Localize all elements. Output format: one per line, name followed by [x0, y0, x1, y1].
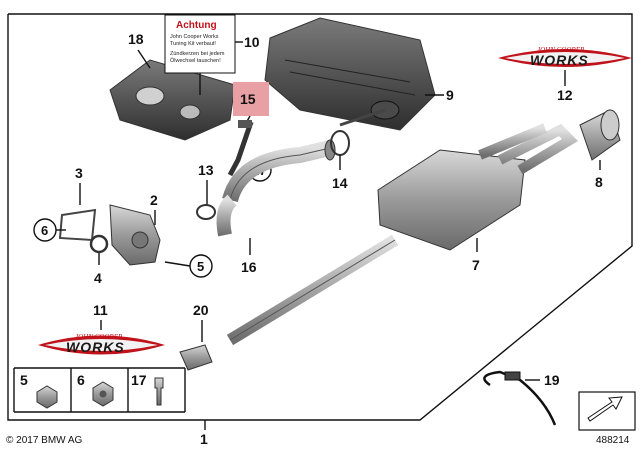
callout-16: 16	[241, 259, 257, 275]
arrow-icon	[587, 396, 623, 422]
part-7-rear-silencer	[226, 123, 579, 346]
part-19-sensor-wire	[483, 370, 557, 426]
callout-8: 8	[595, 174, 603, 190]
logo-11-main: WORKS	[66, 339, 125, 355]
callout-14: 14	[332, 175, 348, 191]
diagram-id: 488214	[596, 435, 630, 446]
callout-9: 9	[446, 87, 454, 103]
callout-11: 11	[93, 302, 108, 318]
part-15-sensor	[227, 120, 254, 177]
logo-12-top: JOHN COOPER	[537, 46, 585, 54]
part-3-gasket	[58, 208, 97, 242]
callout-3: 3	[75, 165, 83, 181]
part-9-silencer-box	[264, 17, 436, 131]
callout-15-highlight	[233, 82, 269, 116]
nut-icon	[36, 385, 58, 409]
part-10-warning-label: Achtung John Cooper Works Tuning Kit ver…	[164, 14, 236, 74]
copyright: © 2017 BMW AG	[6, 435, 83, 446]
legend-label-6: 6	[77, 372, 85, 388]
warning-line-1: John Cooper Works	[170, 34, 219, 40]
part-11-jcw-logo: JOHN COOPER WORKS	[38, 333, 165, 355]
callout-5: 5	[197, 259, 204, 274]
part-4-gasket-ring	[89, 234, 109, 254]
frame-outline	[7, 13, 633, 421]
part-12-jcw-logo: JOHN COOPER WORKS	[498, 46, 632, 68]
part-2-manifold	[109, 204, 161, 266]
part-18-cover-plate	[109, 59, 236, 141]
warning-line-3: Zündkerzen bei jedem	[170, 51, 225, 57]
callout-20: 20	[193, 302, 209, 318]
callout-1: 1	[200, 431, 208, 447]
warning-line-4: Ölwechsel tauschen!	[170, 57, 221, 64]
logo-12-main: WORKS	[530, 52, 589, 68]
callout-6: 6	[41, 223, 48, 238]
callout-19: 19	[544, 372, 560, 388]
callout-10: 10	[244, 34, 260, 50]
part-16-downpipe	[216, 139, 336, 237]
callout-4: 4	[94, 270, 102, 286]
logo-11-top: JOHN COOPER	[75, 333, 123, 341]
orientation-arrow-box	[578, 391, 636, 431]
callout-15: 15	[240, 91, 256, 107]
warning-line-2: Tuning Kit verbaut!	[170, 41, 216, 47]
legend-label-5: 5	[20, 372, 28, 388]
callout-12: 12	[557, 87, 573, 103]
warning-title: Achtung	[176, 20, 217, 31]
bolt-icon	[154, 377, 164, 406]
callout-13: 13	[198, 162, 214, 178]
part-20-clamp	[179, 344, 213, 371]
part-13-gasket	[196, 204, 216, 220]
hardware-legend: 5 6 17	[13, 367, 186, 413]
legend-label-17: 17	[131, 372, 147, 388]
callout-7: 7	[472, 257, 480, 273]
part-8-tailpipe-tip	[579, 109, 621, 161]
callout-2: 2	[150, 192, 158, 208]
callout-18: 18	[128, 31, 144, 47]
